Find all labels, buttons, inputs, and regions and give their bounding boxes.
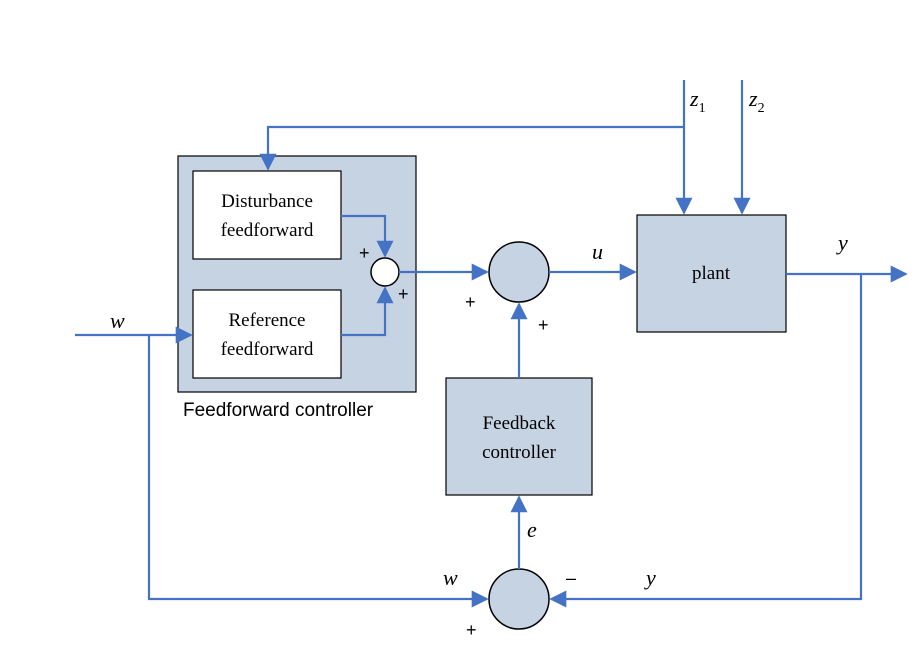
disturbance-feedforward-block [192, 170, 342, 260]
plant-label: plant [692, 263, 731, 284]
reference-feedforward-label-1: Reference [229, 310, 306, 331]
disturbance-ff-to-sum-wire [341, 214, 394, 258]
feedback-controller-label-1: Feedback [483, 413, 556, 434]
error-sum-bottom-sign: + [466, 620, 477, 640]
disturbance-feedforward-label-1: Disturbance [221, 191, 313, 212]
e-label: e [527, 517, 537, 542]
u-label: u [592, 239, 603, 264]
feedback-controller-label-2: controller [482, 442, 557, 463]
reference-feedforward-label-2: feedforward [221, 339, 314, 360]
feedforward-sum-node [370, 257, 400, 287]
plant-block [636, 214, 787, 333]
main-sum-junction [488, 241, 550, 303]
reference-ff-to-sum-wire [341, 286, 394, 337]
main-sum-bottom-sign: + [538, 315, 549, 335]
w-to-error-sum-wire [147, 335, 489, 608]
feedforward-controller-caption: Feedforward controller [183, 400, 374, 421]
z2-label: z2 [748, 86, 765, 116]
w-feedback-label: w [443, 565, 458, 590]
y-output-label: y [836, 230, 848, 255]
reference-feedforward-block [192, 289, 342, 379]
main-sum-left-sign: + [465, 292, 476, 312]
error-sum-junction [488, 568, 550, 630]
y-feedback-label: y [644, 565, 656, 590]
disturbance-feedforward-label-2: feedforward [221, 220, 314, 241]
error-sum-right-sign: – [566, 568, 576, 588]
ff-sum-top-sign: + [359, 243, 370, 263]
w-input-label: w [110, 308, 125, 333]
ff-sum-bottom-sign: + [398, 284, 409, 304]
y-feedback-wire [549, 274, 863, 608]
z1-label: z1 [689, 86, 706, 116]
feedback-controller-block [445, 377, 593, 496]
z1-to-disturbance-ff-wire [259, 125, 684, 171]
